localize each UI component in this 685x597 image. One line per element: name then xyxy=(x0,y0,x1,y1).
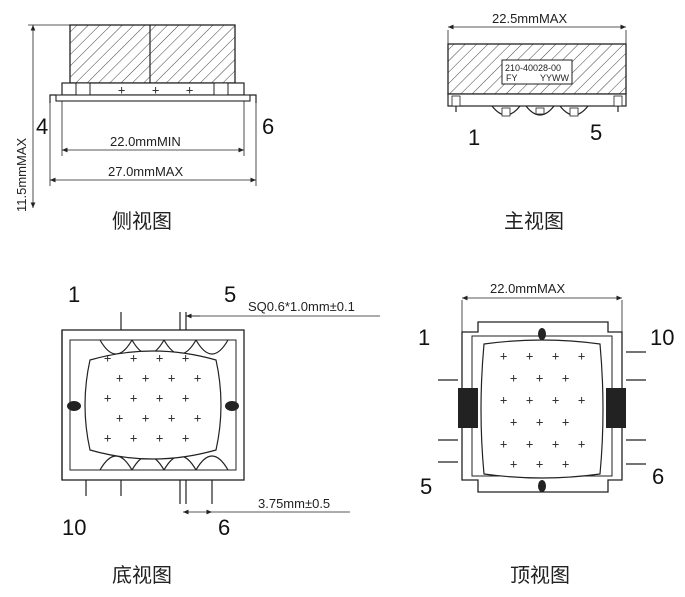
front-view-mark-date: YYWW xyxy=(540,73,570,83)
front-view-width-dim: 22.5mmMAX xyxy=(492,11,567,26)
svg-text:+: + xyxy=(578,349,585,363)
front-view-label xyxy=(501,59,573,85)
bottom-view-pin-1: 1 xyxy=(68,282,80,307)
svg-text:+: + xyxy=(536,457,543,471)
svg-text:+: + xyxy=(182,351,189,365)
side-view-height-dim: 11.5mmMAX xyxy=(14,138,29,212)
svg-text:+: + xyxy=(104,391,111,405)
svg-text:+: + xyxy=(552,393,559,407)
bottom-view-left-mark xyxy=(67,401,81,411)
svg-text:+: + xyxy=(118,83,125,97)
svg-text:+: + xyxy=(500,393,507,407)
bottom-view-caption: 底视图 xyxy=(112,563,172,587)
bottom-view-plus-grid: + + + + + + + + + + + + + + + + + + + + xyxy=(104,351,201,445)
svg-text:+: + xyxy=(510,415,517,429)
svg-text:+: + xyxy=(510,371,517,385)
svg-text:+: + xyxy=(552,437,559,451)
side-view-outer-dim: 27.0mmMAX xyxy=(108,164,183,179)
svg-text:+: + xyxy=(182,431,189,445)
front-view-mark-fy: FY xyxy=(506,73,518,83)
bottom-view-pin-6: 6 xyxy=(218,515,230,540)
svg-text:+: + xyxy=(130,431,137,445)
svg-text:+: + xyxy=(168,411,175,425)
svg-text:+: + xyxy=(510,457,517,471)
top-view-width-dim: 22.0mmMAX xyxy=(490,281,565,296)
svg-text:+: + xyxy=(194,411,201,425)
svg-text:+: + xyxy=(156,431,163,445)
top-view-pin-5: 5 xyxy=(420,474,432,499)
front-view-pin-1: 1 xyxy=(468,125,480,150)
svg-text:+: + xyxy=(526,349,533,363)
svg-text:+: + xyxy=(536,415,543,429)
svg-text:+: + xyxy=(552,349,559,363)
svg-text:+: + xyxy=(578,393,585,407)
bottom-view-pitch-dim: 3.75mm±0.5 xyxy=(258,496,330,511)
top-view-right-core xyxy=(606,388,626,428)
side-view-core xyxy=(69,24,236,84)
svg-text:+: + xyxy=(104,431,111,445)
side-view-caption: 侧视图 xyxy=(112,209,172,233)
svg-text:+: + xyxy=(536,371,543,385)
bottom-view-pin-5: 5 xyxy=(224,282,236,307)
side-view: + + + 11.5mmMAX 22.0mmMIN 27.0mmMAX 4 6 … xyxy=(14,24,274,233)
top-view-pin-6: 6 xyxy=(652,464,664,489)
svg-text:+: + xyxy=(182,391,189,405)
front-view-caption: 主视图 xyxy=(504,209,564,233)
svg-text:+: + xyxy=(186,83,193,97)
top-view-left-core xyxy=(458,388,478,428)
top-view: 22.0mmMAX ++++ +++ ++++ +++ ++++ +++ 1 5… xyxy=(418,281,674,587)
svg-text:+: + xyxy=(194,371,201,385)
top-view-pin-1: 1 xyxy=(418,325,430,350)
svg-text:+: + xyxy=(130,351,137,365)
bottom-view-pin-10: 10 xyxy=(62,515,86,540)
side-view-pin-6: 6 xyxy=(262,114,274,139)
svg-text:+: + xyxy=(526,437,533,451)
side-view-inner-dim: 22.0mmMIN xyxy=(110,134,181,149)
bottom-view-pin-dim: SQ0.6*1.0mm±0.1 xyxy=(248,299,355,314)
side-view-pin-4: 4 xyxy=(36,114,48,139)
svg-text:+: + xyxy=(562,415,569,429)
svg-text:+: + xyxy=(500,437,507,451)
svg-text:+: + xyxy=(168,371,175,385)
front-view-base xyxy=(447,93,627,107)
svg-text:+: + xyxy=(104,351,111,365)
svg-text:+: + xyxy=(578,437,585,451)
svg-text:+: + xyxy=(142,371,149,385)
svg-text:+: + xyxy=(156,351,163,365)
svg-text:+: + xyxy=(142,411,149,425)
top-view-pin-10: 10 xyxy=(650,325,674,350)
front-view: 22.5mmMAX 210-40028-00 FY YYWW 1 5 主视图 xyxy=(447,11,627,233)
svg-text:+: + xyxy=(116,411,123,425)
top-view-plus-grid: ++++ +++ ++++ +++ ++++ +++ xyxy=(500,349,585,471)
bottom-view-right-mark xyxy=(225,401,239,411)
svg-text:+: + xyxy=(562,371,569,385)
front-view-part-number: 210-40028-00 xyxy=(505,63,561,73)
svg-text:+: + xyxy=(116,371,123,385)
bottom-view: 1 5 SQ0.6*1.0mm±0.1 + + + + + + + + + + + + + + + + … xyxy=(61,282,380,587)
top-view-caption: 顶视图 xyxy=(510,563,570,587)
svg-text:+: + xyxy=(130,391,137,405)
svg-text:+: + xyxy=(526,393,533,407)
svg-text:+: + xyxy=(562,457,569,471)
svg-text:+: + xyxy=(500,349,507,363)
svg-text:+: + xyxy=(156,391,163,405)
front-view-pin-5: 5 xyxy=(590,120,602,145)
svg-text:+: + xyxy=(152,83,159,97)
